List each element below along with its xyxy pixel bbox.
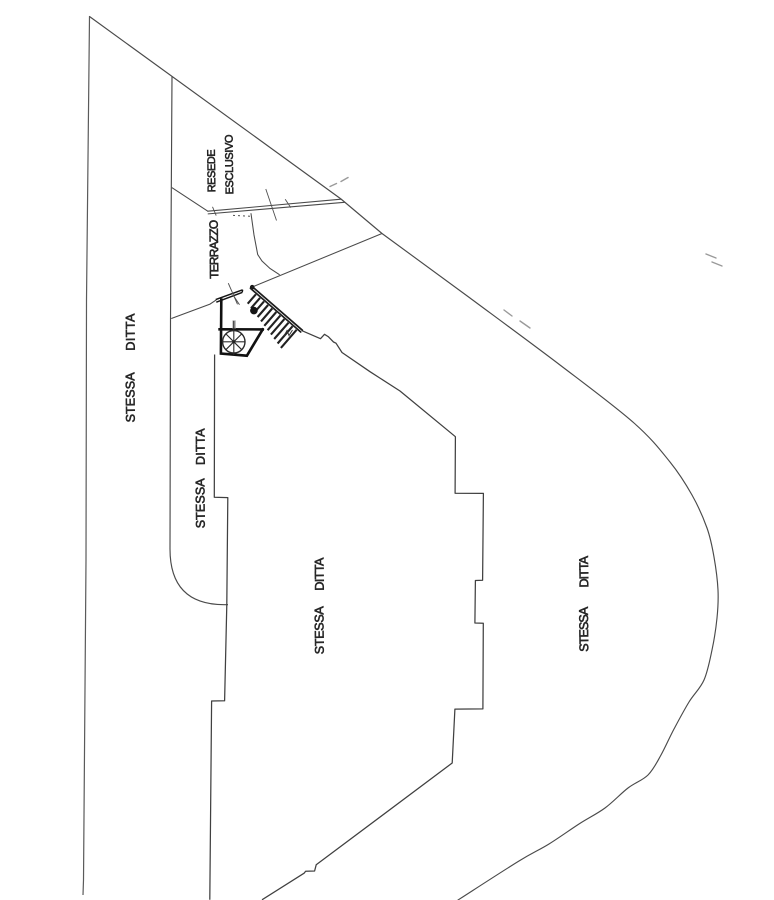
svg-text:RESEDE: RESEDE xyxy=(206,149,218,192)
svg-text:STESSA: STESSA xyxy=(193,478,208,529)
svg-text:ESCLUSIVO: ESCLUSIVO xyxy=(224,134,237,195)
svg-text:DITTA: DITTA xyxy=(312,557,326,591)
svg-text:TERRAZZO: TERRAZZO xyxy=(207,220,222,279)
svg-text:DITTA: DITTA xyxy=(577,555,591,587)
svg-text:DITTA: DITTA xyxy=(123,313,137,351)
svg-text:STESSA: STESSA xyxy=(312,606,327,655)
svg-text:STESSA: STESSA xyxy=(577,606,591,652)
svg-text:DITTA: DITTA xyxy=(193,428,207,465)
svg-text:STESSA: STESSA xyxy=(123,372,138,423)
